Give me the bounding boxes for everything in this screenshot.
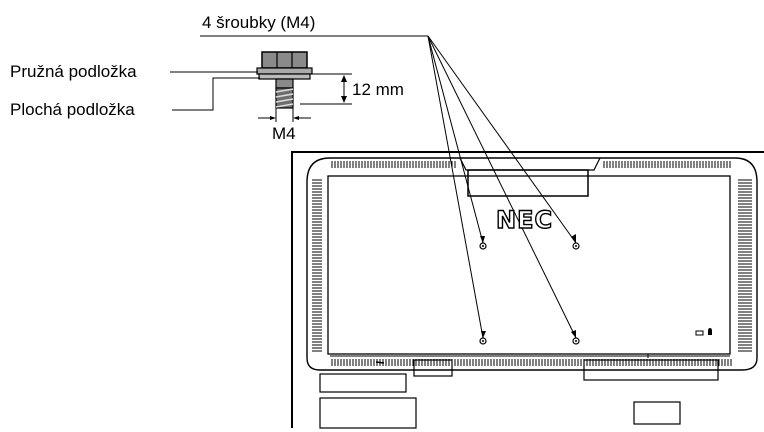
screw-shank	[275, 78, 294, 89]
pointer-lines	[427, 35, 577, 339]
vent-grille-left	[312, 179, 322, 352]
screws-label: 4 šroubky (M4)	[202, 13, 316, 32]
flat-washer-label: Plochá podložka	[10, 100, 135, 119]
monitor-back	[291, 151, 764, 429]
connector-area	[583, 359, 719, 381]
mounting-hole	[479, 337, 487, 345]
length-dimension-label: 12 mm	[352, 80, 404, 99]
spring-washer	[256, 67, 313, 75]
thread-size-label: M4	[272, 124, 296, 143]
mounting-panel	[327, 175, 731, 355]
monitor-back-panel	[306, 157, 758, 371]
screw-head	[261, 51, 308, 69]
label-sticker	[633, 401, 681, 425]
spring-washer-label: Pružná podložka	[10, 62, 137, 81]
security-slot	[695, 330, 704, 336]
brand-logo: NEC	[495, 206, 554, 234]
lock-icon	[708, 328, 712, 335]
mounting-hole	[572, 242, 580, 250]
screw-detail	[170, 35, 428, 122]
mounting-hole	[479, 242, 487, 250]
screw-thread	[275, 87, 294, 109]
flat-washer	[258, 73, 311, 80]
flat-washer-leader	[172, 77, 260, 111]
connector-area	[319, 373, 407, 393]
vent-grille-right	[738, 179, 752, 352]
connector-area	[413, 359, 453, 377]
label-sticker	[319, 397, 417, 429]
mounting-hole	[572, 337, 580, 345]
vent-grille-bottom	[331, 359, 732, 366]
vent-grille-top	[331, 161, 731, 168]
stand-bracket	[467, 169, 589, 197]
